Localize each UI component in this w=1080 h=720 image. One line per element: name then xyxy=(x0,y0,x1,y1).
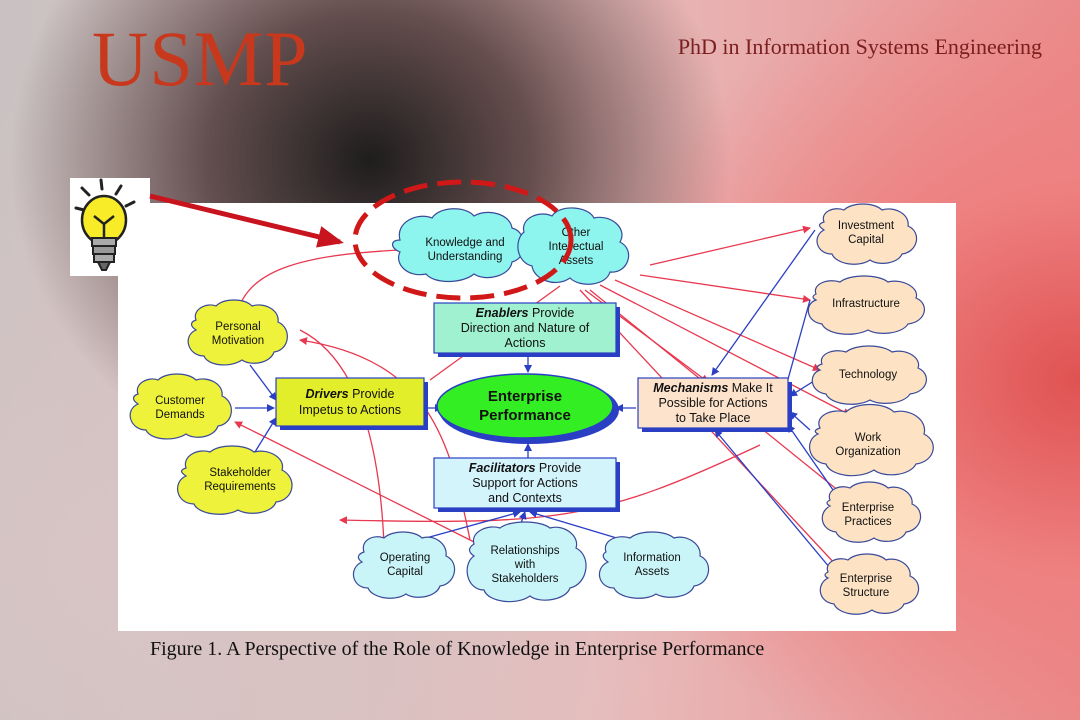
page-subtitle: PhD in Information Systems Engineering xyxy=(677,34,1042,59)
lightbulb-icon xyxy=(70,178,150,276)
diagram-figure xyxy=(118,203,956,631)
figure-caption: Figure 1. A Perspective of the Role of K… xyxy=(150,638,765,660)
usmp-logo: USMP xyxy=(92,15,309,102)
